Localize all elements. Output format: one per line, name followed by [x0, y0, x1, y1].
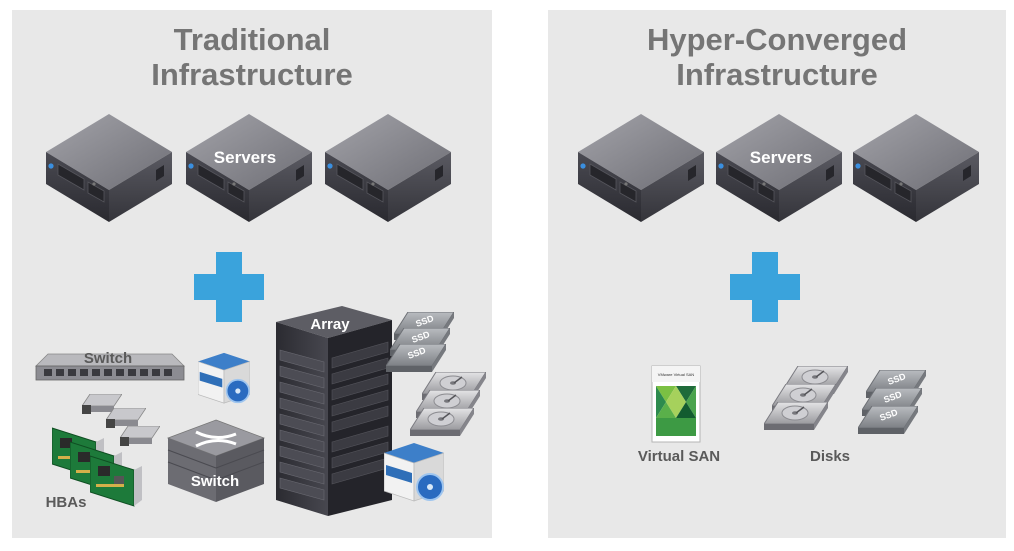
server-icon	[325, 114, 451, 222]
server-icon	[578, 114, 704, 222]
vsan-box-icon	[651, 365, 701, 443]
hyperconverged-illustration: Servers VMware Virtual SAN Virtual SAN	[578, 114, 979, 465]
software-box-icon	[384, 442, 444, 502]
traditional-title: Traditional Infrastructure	[12, 22, 492, 92]
vsan-box-text: VMware Virtual SAN	[658, 372, 694, 377]
server-icon	[716, 114, 842, 222]
server-icon	[186, 114, 312, 222]
hyperconverged-title: Hyper-Converged Infrastructure	[548, 22, 1006, 92]
plus-icon	[730, 252, 800, 322]
switch-top-label: Switch	[84, 350, 132, 367]
array-label: Array	[310, 316, 350, 333]
hyperconverged-servers-label: Servers	[750, 148, 812, 167]
server-icon	[853, 114, 979, 222]
software-box-icon	[198, 352, 250, 404]
switch-icon	[35, 353, 185, 381]
storage-array-icon	[276, 306, 392, 516]
hyperconverged-title-line2: Infrastructure	[676, 57, 878, 92]
sfp-module-icon	[106, 408, 146, 429]
plus-icon	[194, 252, 264, 322]
hyperconverged-title-line1: Hyper-Converged	[646, 22, 908, 57]
traditional-panel: Traditional Infrastructure Servers	[12, 10, 492, 538]
switch-icon	[166, 419, 266, 502]
disks-label: Disks	[810, 448, 850, 465]
traditional-servers-label: Servers	[214, 148, 276, 167]
vsan-label: Virtual SAN	[638, 448, 720, 465]
traditional-title-line2: Infrastructure	[151, 57, 353, 92]
server-icon	[46, 114, 172, 222]
hyperconverged-panel: Hyper-Converged Infrastructure Servers	[548, 10, 1006, 538]
sfp-module-icon	[120, 426, 160, 447]
switch-label: Switch	[191, 473, 239, 490]
hbas-label: HBAs	[46, 494, 87, 511]
traditional-illustration: Servers Switch HBAs	[35, 114, 486, 516]
traditional-title-line1: Traditional	[173, 22, 331, 57]
